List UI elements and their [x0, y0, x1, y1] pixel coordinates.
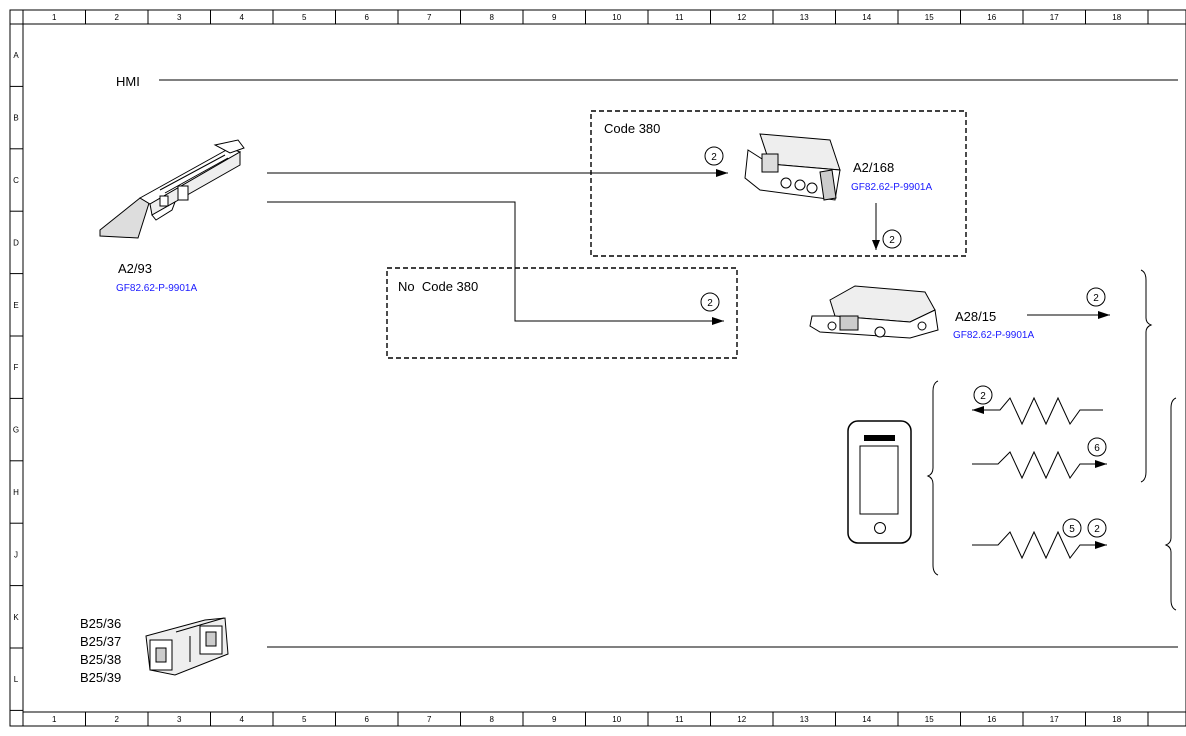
wireless-signal-incoming — [972, 396, 1103, 426]
hmi-label: HMI — [116, 74, 140, 89]
no-code380-label: No Code 380 — [398, 279, 478, 294]
svg-text:2: 2 — [1093, 293, 1099, 304]
a2-93-id: A2/93 — [118, 261, 152, 276]
grid-col-top-4: 4 — [240, 13, 245, 22]
grid-col-top-6: 6 — [365, 13, 370, 22]
a2-168-reference-link[interactable]: GF82.62-P-9901A — [851, 182, 932, 193]
line-a2-93-to-no-code380 — [267, 201, 724, 325]
grid-ticks — [10, 10, 1149, 726]
grid-col-top-17: 17 — [1050, 13, 1059, 22]
a2-93-component-drawing — [99, 139, 245, 239]
grid-col-top-11: 11 — [675, 13, 684, 22]
grid-col-bottom-2: 2 — [115, 715, 120, 724]
grid-col-bottom-10: 10 — [612, 715, 621, 724]
marker-a2-168-down: 2 — [882, 229, 902, 249]
grid-col-bottom-4: 4 — [240, 715, 245, 724]
grid-col-bottom-15: 15 — [925, 715, 934, 724]
code380-dashed-box — [590, 110, 967, 257]
smartphone-icon — [847, 420, 912, 544]
grid-row-D: D — [13, 238, 19, 247]
grid-col-top-1: 1 — [52, 13, 57, 22]
brace-right-lower — [1164, 397, 1177, 611]
grid-row-B: B — [13, 114, 18, 123]
a2-93-reference-link[interactable]: GF82.62-P-9901A — [116, 283, 197, 294]
grid-col-top-13: 13 — [800, 13, 809, 22]
a2-168-component-drawing — [744, 133, 841, 201]
grid-col-top-18: 18 — [1112, 13, 1121, 22]
b25-37-id: B25/37 — [80, 634, 121, 649]
grid-col-bottom-11: 11 — [675, 715, 684, 724]
marker-a28-15-out: 2 — [1086, 287, 1106, 307]
grid-col-bottom-17: 17 — [1050, 715, 1059, 724]
b25-component-drawing — [145, 617, 229, 676]
grid-row-G: G — [13, 426, 19, 435]
grid-col-bottom-18: 18 — [1112, 715, 1121, 724]
grid-labels: 1122334455667788991010111112121313141415… — [13, 13, 1122, 724]
b25-39-id: B25/39 — [80, 670, 121, 685]
svg-text:2: 2 — [711, 152, 717, 163]
a28-15-reference-link[interactable]: GF82.62-P-9901A — [953, 330, 1034, 341]
marker-wave1: 2 — [973, 385, 993, 405]
svg-text:2: 2 — [707, 298, 713, 309]
grid-col-bottom-7: 7 — [427, 715, 432, 724]
grid-col-bottom-5: 5 — [302, 715, 307, 724]
grid-col-top-12: 12 — [737, 13, 746, 22]
svg-text:2: 2 — [1094, 524, 1100, 535]
grid-col-bottom-8: 8 — [490, 715, 495, 724]
marker-code380-arrow: 2 — [704, 146, 724, 166]
grid-col-bottom-13: 13 — [800, 715, 809, 724]
grid-col-top-10: 10 — [612, 13, 621, 22]
grid-col-bottom-3: 3 — [177, 715, 182, 724]
marker-no-code380-arrow: 2 — [700, 292, 720, 312]
grid-row-F: F — [14, 363, 19, 372]
grid-row-E: E — [13, 301, 18, 310]
grid-col-top-5: 5 — [302, 13, 307, 22]
brace-left-wireless — [926, 380, 939, 576]
grid-row-J: J — [14, 550, 18, 559]
b25-36-id: B25/36 — [80, 616, 121, 631]
b25-38-id: B25/38 — [80, 652, 121, 667]
a2-168-id: A2/168 — [853, 160, 894, 175]
svg-text:2: 2 — [889, 235, 895, 246]
grid-col-top-7: 7 — [427, 13, 432, 22]
code380-label: Code 380 — [604, 121, 660, 136]
grid-col-top-16: 16 — [987, 13, 996, 22]
grid-col-bottom-14: 14 — [862, 715, 871, 724]
marker-wave3a: 5 — [1062, 518, 1082, 538]
grid-col-top-14: 14 — [862, 13, 871, 22]
svg-text:2: 2 — [980, 391, 986, 402]
wireless-signal-outgoing-1 — [972, 450, 1107, 480]
marker-wave3b: 2 — [1087, 518, 1107, 538]
grid-col-bottom-16: 16 — [987, 715, 996, 724]
brace-right-upper — [1140, 269, 1153, 483]
a28-15-id: A28/15 — [955, 309, 996, 324]
grid-col-bottom-1: 1 — [52, 715, 57, 724]
wireless-signal-outgoing-2 — [972, 530, 1107, 560]
marker-wave2: 6 — [1087, 437, 1107, 457]
grid-row-H: H — [13, 488, 19, 497]
grid-row-A: A — [13, 51, 19, 60]
grid-col-bottom-9: 9 — [552, 715, 557, 724]
grid-col-top-8: 8 — [490, 13, 495, 22]
grid-row-L: L — [14, 675, 19, 684]
grid-col-top-9: 9 — [552, 13, 557, 22]
svg-text:5: 5 — [1069, 524, 1075, 535]
grid-row-C: C — [13, 176, 19, 185]
a28-15-component-drawing — [809, 285, 939, 339]
svg-text:6: 6 — [1094, 443, 1100, 454]
grid-col-bottom-6: 6 — [365, 715, 370, 724]
grid-col-top-15: 15 — [925, 13, 934, 22]
no-code380-dashed-box — [386, 267, 738, 359]
grid-col-bottom-12: 12 — [737, 715, 746, 724]
grid-row-K: K — [13, 613, 19, 622]
drawing-frame — [9, 9, 1186, 727]
grid-col-top-2: 2 — [115, 13, 120, 22]
grid-col-top-3: 3 — [177, 13, 182, 22]
